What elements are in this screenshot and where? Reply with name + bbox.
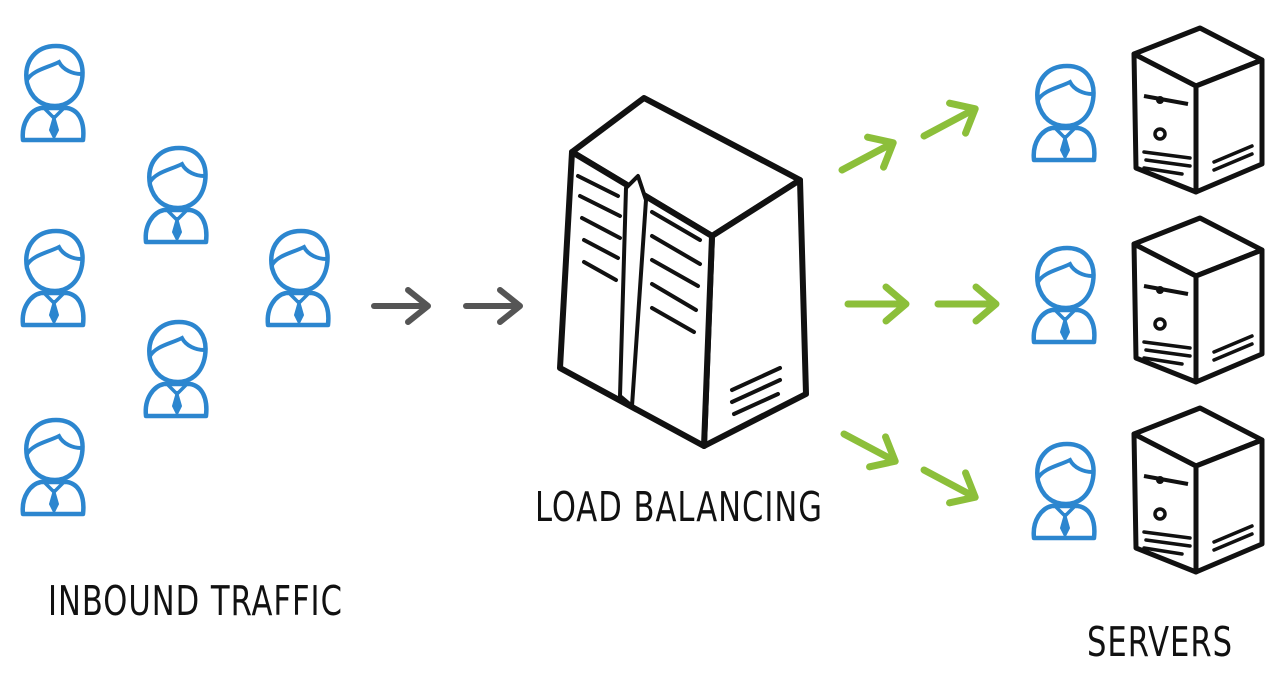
- user-icon: [23, 231, 84, 325]
- load-balancer-server-icon: [557, 95, 809, 449]
- user-icon: [1034, 66, 1095, 160]
- user-icon: [1034, 444, 1095, 538]
- arrow-right-icon: [374, 290, 428, 322]
- arrow-right-icon: [466, 290, 520, 322]
- server-tower-icon: [1134, 408, 1262, 572]
- server-users: [1034, 66, 1095, 538]
- load-balancing-label: LOAD BALANCING: [535, 484, 823, 532]
- arrow-right-icon: [916, 94, 983, 151]
- inbound-traffic-label: INBOUND TRAFFIC: [48, 578, 343, 626]
- inbound-users: [23, 46, 329, 514]
- arrow-right-icon: [916, 455, 983, 512]
- inbound-arrows: [374, 290, 520, 322]
- user-icon: [146, 322, 207, 416]
- user-icon: [23, 420, 84, 514]
- arrow-right-icon: [834, 128, 901, 185]
- servers-label: SERVERS: [1087, 619, 1234, 667]
- user-icon: [146, 148, 207, 242]
- arrow-right-icon: [848, 287, 906, 321]
- user-icon: [268, 231, 329, 325]
- user-icon: [1034, 248, 1095, 342]
- server-tower-icon: [1134, 28, 1262, 192]
- server-tower-icon: [1134, 218, 1262, 382]
- servers: [1134, 28, 1262, 572]
- arrow-right-icon: [938, 287, 996, 321]
- user-icon: [23, 46, 84, 140]
- arrow-right-icon: [836, 419, 903, 476]
- outbound-arrows: [834, 94, 996, 512]
